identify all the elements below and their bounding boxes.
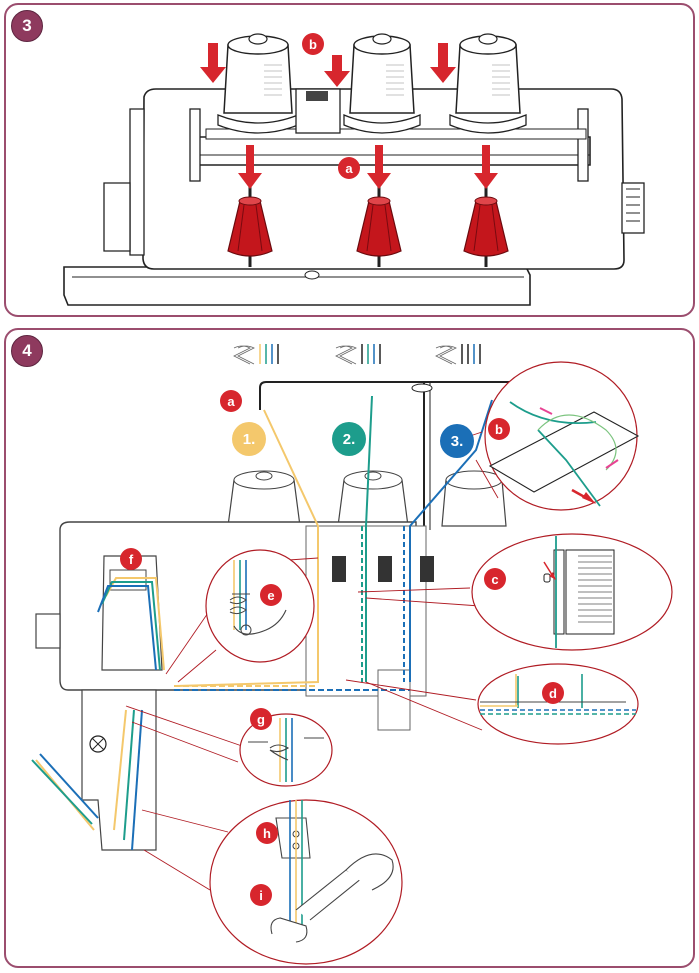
detail-circle-c bbox=[471, 533, 673, 651]
red-spool-cone-right bbox=[463, 196, 509, 257]
spool-install-illustration bbox=[63, 33, 645, 306]
callout-leader-lines bbox=[125, 431, 499, 891]
thread-number-2: 2. bbox=[332, 422, 366, 456]
thread-number-3: 3. bbox=[440, 424, 474, 458]
callout-label-i: i bbox=[250, 884, 272, 906]
base-screw bbox=[304, 270, 320, 280]
callout-label-g: g bbox=[250, 708, 272, 730]
thread-spool-right bbox=[449, 33, 527, 134]
step-number-badge: 3 bbox=[11, 10, 43, 42]
detail-e-contents bbox=[229, 560, 287, 636]
insert-arrows bbox=[200, 43, 498, 189]
red-spool-cone-middle bbox=[356, 196, 402, 257]
thread-path-2 bbox=[31, 395, 373, 841]
down-arrow bbox=[367, 145, 391, 189]
callout-label-c: c bbox=[484, 568, 506, 590]
red-spool-cone-left bbox=[227, 196, 273, 257]
thread-path-3 bbox=[39, 399, 493, 851]
down-arrow bbox=[238, 145, 262, 189]
detail-hi-contents bbox=[270, 800, 394, 943]
detail-b-contents bbox=[488, 401, 640, 507]
step-number-badge: 4 bbox=[11, 335, 43, 367]
down-arrow bbox=[474, 145, 498, 189]
step-3-panel: 3 bbox=[4, 3, 695, 317]
threading-path-illustration bbox=[31, 344, 673, 965]
thread-spool-middle bbox=[295, 33, 421, 134]
thread-spool-left bbox=[217, 33, 299, 134]
detail-g-contents bbox=[248, 718, 324, 782]
down-arrow bbox=[324, 55, 350, 87]
detail-circle-e bbox=[205, 549, 315, 663]
step-4-panel: 4 bbox=[4, 328, 695, 968]
thread-number-1: 1. bbox=[232, 422, 266, 456]
callout-label-a: a bbox=[220, 390, 242, 412]
callout-label-a: a bbox=[338, 157, 360, 179]
callout-label-h: h bbox=[256, 822, 278, 844]
callout-label-b: b bbox=[488, 418, 510, 440]
spool-3 bbox=[441, 470, 507, 527]
callout-label-e: e bbox=[260, 584, 282, 606]
stitch-icon-group bbox=[233, 344, 481, 365]
detail-circle-d bbox=[477, 663, 639, 745]
spool-1 bbox=[227, 470, 301, 527]
detail-c-contents bbox=[543, 536, 615, 648]
handwheel-left bbox=[103, 182, 131, 252]
down-arrow bbox=[200, 43, 226, 83]
down-arrow bbox=[430, 43, 456, 83]
detail-circle-hi bbox=[209, 799, 403, 965]
spool-2 bbox=[337, 470, 409, 527]
callout-label-f: f bbox=[120, 548, 142, 570]
handwheel-right bbox=[621, 182, 645, 234]
callout-label-b: b bbox=[302, 33, 324, 55]
machine-base-plate bbox=[63, 266, 531, 306]
callout-label-d: d bbox=[542, 682, 564, 704]
